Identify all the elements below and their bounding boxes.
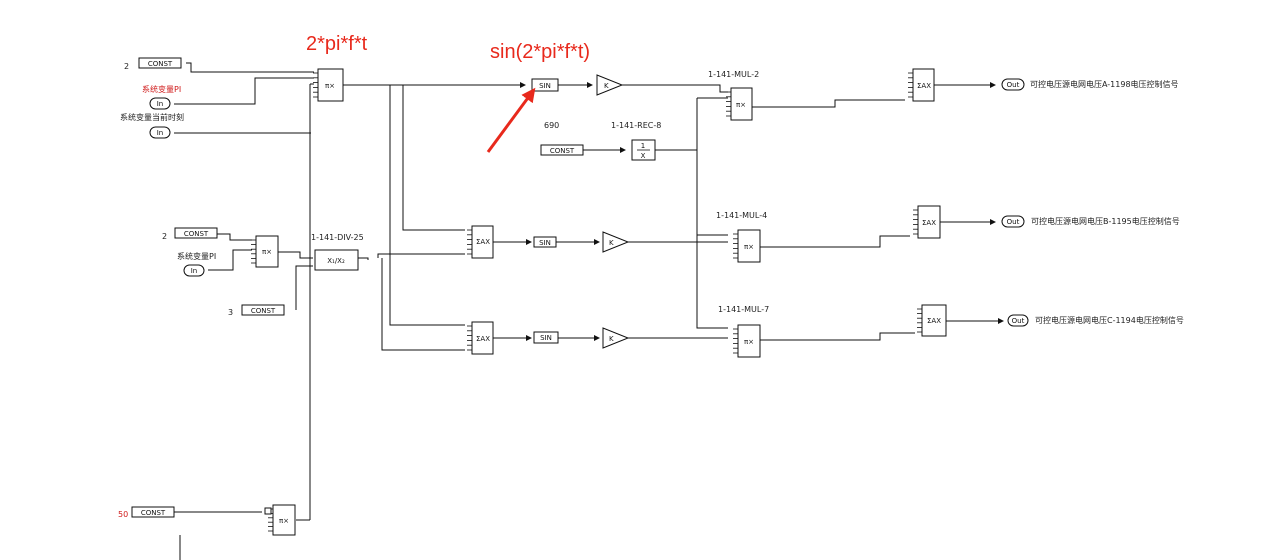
sum-block-a[interactable]: ΣAX <box>912 68 935 102</box>
in-label: In <box>157 129 164 137</box>
sin-label: SIN <box>540 334 552 342</box>
gain-label: K <box>609 335 614 343</box>
const-value-2-mid: 2 <box>162 232 167 241</box>
out-label: Out <box>1007 81 1020 89</box>
sum-label: ΣAX <box>922 219 936 227</box>
var-time-label: 系统变量当前时刻 <box>120 112 184 122</box>
div25-title: 1-141-DIV-25 <box>311 233 364 242</box>
sin-label: SIN <box>539 82 551 90</box>
const-source-3[interactable]: 3 CONST <box>228 304 285 317</box>
mul-label: π× <box>736 101 746 109</box>
wire-k1-to-mul2 <box>622 84 728 93</box>
out-label: Out <box>1007 218 1020 226</box>
wire-wt-to-sum3 <box>389 85 465 326</box>
wire-div-to-sum3 <box>381 258 465 351</box>
wire-mul3-to-div <box>278 251 313 259</box>
rec-block-8[interactable]: 1-141-REC-8 1 X <box>611 121 661 161</box>
wire-div-to-sum2 <box>377 253 465 258</box>
wires <box>174 62 1004 560</box>
block-pins <box>251 72 922 532</box>
input-pi-mid[interactable]: 系统变量PI In <box>177 251 216 277</box>
sin-label: SIN <box>539 239 551 247</box>
mul-label: π× <box>262 248 272 256</box>
wire-div-out <box>358 257 369 260</box>
const-source-2-top[interactable]: 2 CONST <box>124 57 182 71</box>
wire-mul4-to-sumB <box>760 235 910 248</box>
gain-block-3[interactable]: K <box>602 327 630 349</box>
sin-block-2[interactable]: SIN <box>533 236 557 248</box>
const-value-2-top: 2 <box>124 62 129 71</box>
gain-block-1[interactable]: K <box>596 74 624 96</box>
var-pi-label-top: 系统变量PI <box>142 84 181 94</box>
rec-denominator: X <box>641 152 646 160</box>
sum-label: ΣAX <box>476 238 490 246</box>
input-pi-top[interactable]: 系统变量PI In <box>142 84 181 110</box>
wire-mul2-to-sumA <box>752 99 905 108</box>
mul-block-7[interactable]: 1-141-MUL-7 π× <box>718 305 769 358</box>
mul2-title: 1-141-MUL-2 <box>708 70 759 79</box>
wire-pimid-to-mul3 <box>208 249 252 271</box>
const-label: CONST <box>550 147 575 155</box>
mul4-title: 1-141-MUL-4 <box>716 211 767 220</box>
mul-block-2[interactable]: 1-141-MUL-2 π× <box>708 70 759 121</box>
const-source-50[interactable]: 50 CONST <box>118 506 175 519</box>
rec8-title: 1-141-REC-8 <box>611 121 661 130</box>
input-time[interactable]: 系统变量当前时刻 In <box>120 112 184 139</box>
wire-const2-to-mul1 <box>186 62 314 73</box>
mul-label: π× <box>744 243 754 251</box>
mul-label: π× <box>325 82 335 90</box>
output-a-label: 可控电压源电网电压A-1198电压控制信号 <box>1030 79 1179 89</box>
out-label: Out <box>1012 317 1025 325</box>
in-label: In <box>191 267 198 275</box>
var-pi-label-mid: 系统变量PI <box>177 251 216 261</box>
const-label: CONST <box>251 307 276 315</box>
const-value-3: 3 <box>228 308 233 317</box>
output-b-label: 可控电压源电网电压B-1195电压控制信号 <box>1031 216 1180 226</box>
wire-mul7-to-sumC <box>760 332 915 341</box>
const-value-50: 50 <box>118 510 128 519</box>
div-label: X₁/X₂ <box>327 257 345 265</box>
const-label: CONST <box>184 230 209 238</box>
sum-label: ΣAX <box>917 82 931 90</box>
annotation-formula-1: 2*pi*f*t <box>306 33 368 55</box>
sum-block-2[interactable]: ΣAX <box>471 225 494 259</box>
mul-block-50[interactable]: π× <box>264 504 296 536</box>
wire-pi-to-mul1 <box>174 77 314 105</box>
mul-label: π× <box>279 517 289 525</box>
sin-block-1[interactable]: SIN <box>531 78 559 92</box>
sum-block-c[interactable]: ΣAX <box>921 304 947 337</box>
sum-block-b[interactable]: ΣAX <box>917 205 941 239</box>
const-value-690: 690 <box>544 121 559 130</box>
output-b[interactable]: Out 可控电压源电网电压B-1195电压控制信号 <box>1001 215 1180 228</box>
sum-label: ΣAX <box>927 317 941 325</box>
mul-block-3[interactable]: π× <box>255 235 279 268</box>
sin-block-3[interactable]: SIN <box>533 331 559 344</box>
output-c[interactable]: Out 可控电压源电网电压C-1194电压控制信号 <box>1007 314 1184 327</box>
annotation-arrow <box>486 87 536 153</box>
mul7-title: 1-141-MUL-7 <box>718 305 769 314</box>
const-source-690[interactable]: 690 CONST <box>540 121 584 156</box>
wire-const2mid-to-mul3 <box>212 233 252 241</box>
const-label: CONST <box>141 509 166 517</box>
output-c-label: 可控电压源电网电压C-1194电压控制信号 <box>1035 315 1184 325</box>
wire-const3-to-div <box>295 265 313 310</box>
sum-block-3[interactable]: ΣAX <box>471 321 494 355</box>
mul-block-1[interactable]: π× <box>317 68 344 102</box>
gain-block-2[interactable]: K <box>602 231 630 253</box>
div-block-25[interactable]: 1-141-DIV-25 X₁/X₂ <box>311 233 364 271</box>
gain-label: K <box>604 82 609 90</box>
in-label: In <box>157 100 164 108</box>
gain-label: K <box>609 239 614 247</box>
const-label: CONST <box>148 60 173 68</box>
rec-numerator: 1 <box>641 142 645 150</box>
wire-rec-bus <box>696 98 728 329</box>
output-a[interactable]: Out 可控电压源电网电压A-1198电压控制信号 <box>1001 78 1179 91</box>
sum-label: ΣAX <box>476 335 490 343</box>
mul-block-4[interactable]: 1-141-MUL-4 π× <box>716 211 767 263</box>
mul-label: π× <box>744 338 754 346</box>
annotation-formula-2: sin(2*pi*f*t) <box>490 41 590 63</box>
wire-wt-to-sum2 <box>402 85 465 231</box>
const-source-2-mid[interactable]: 2 CONST <box>162 227 218 241</box>
